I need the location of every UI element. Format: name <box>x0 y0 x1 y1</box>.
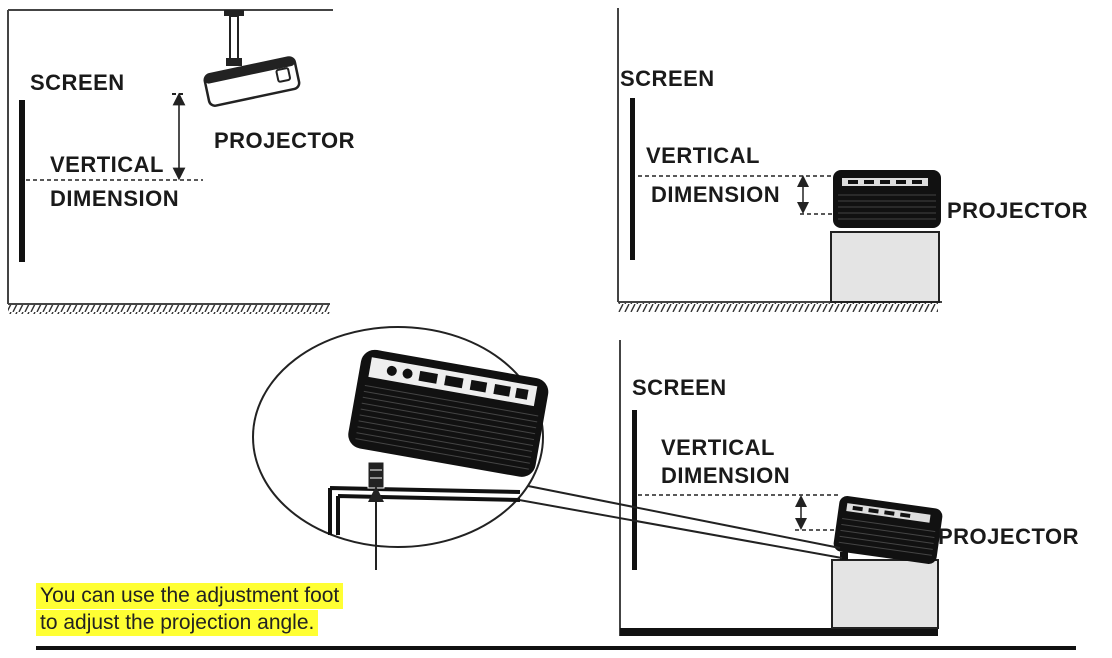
screen-label: SCREEN <box>620 66 715 91</box>
dimension-label: DIMENSION <box>651 182 780 207</box>
screen-label: SCREEN <box>632 375 727 400</box>
panel-ceiling-mount: SCREEN PROJECTOR VERTICAL DIMENSION <box>7 9 355 314</box>
projector-ceiling <box>203 56 301 107</box>
screen-label: SCREEN <box>30 70 125 95</box>
table-box <box>831 559 939 629</box>
magnified-detail <box>252 326 549 548</box>
ceiling-mount-bracket <box>224 10 244 66</box>
table-corner <box>328 486 521 535</box>
vertical-label: VERTICAL <box>661 435 775 460</box>
callout-line-upper <box>517 483 841 549</box>
adjustment-note-line2: to adjust the projection angle. <box>36 610 319 636</box>
projector-tilted <box>833 496 943 564</box>
dimension-label: DIMENSION <box>50 186 179 211</box>
projector-label: PROJECTOR <box>947 198 1088 223</box>
screen-bar <box>630 98 635 260</box>
adjustment-foot <box>367 461 385 489</box>
screen-bar <box>19 100 25 262</box>
vertical-label: VERTICAL <box>646 143 760 168</box>
callout-line-lower <box>507 497 843 559</box>
projector-label: PROJECTOR <box>214 128 355 153</box>
panel-table-mount: SCREEN VERTICAL DIMENSION PROJECTOR <box>617 8 1088 312</box>
floor-hatch <box>618 303 938 312</box>
panel-tilted-projector: SCREEN VERTICAL DIMENSION PROJECTOR <box>252 326 1079 636</box>
vertical-label: VERTICAL <box>50 152 164 177</box>
screen-bar <box>632 410 637 570</box>
floor-bar <box>620 628 938 636</box>
adjustment-note-line1: You can use the adjustment foot <box>36 583 344 609</box>
table-box <box>830 231 940 303</box>
bottom-rule <box>36 646 1076 650</box>
adjustment-foot-small <box>840 552 848 560</box>
projector-closeup <box>348 349 549 477</box>
floor-hatch <box>8 305 330 314</box>
projector-label: PROJECTOR <box>938 524 1079 549</box>
projector-table <box>833 170 941 228</box>
dimension-label: DIMENSION <box>661 463 790 488</box>
